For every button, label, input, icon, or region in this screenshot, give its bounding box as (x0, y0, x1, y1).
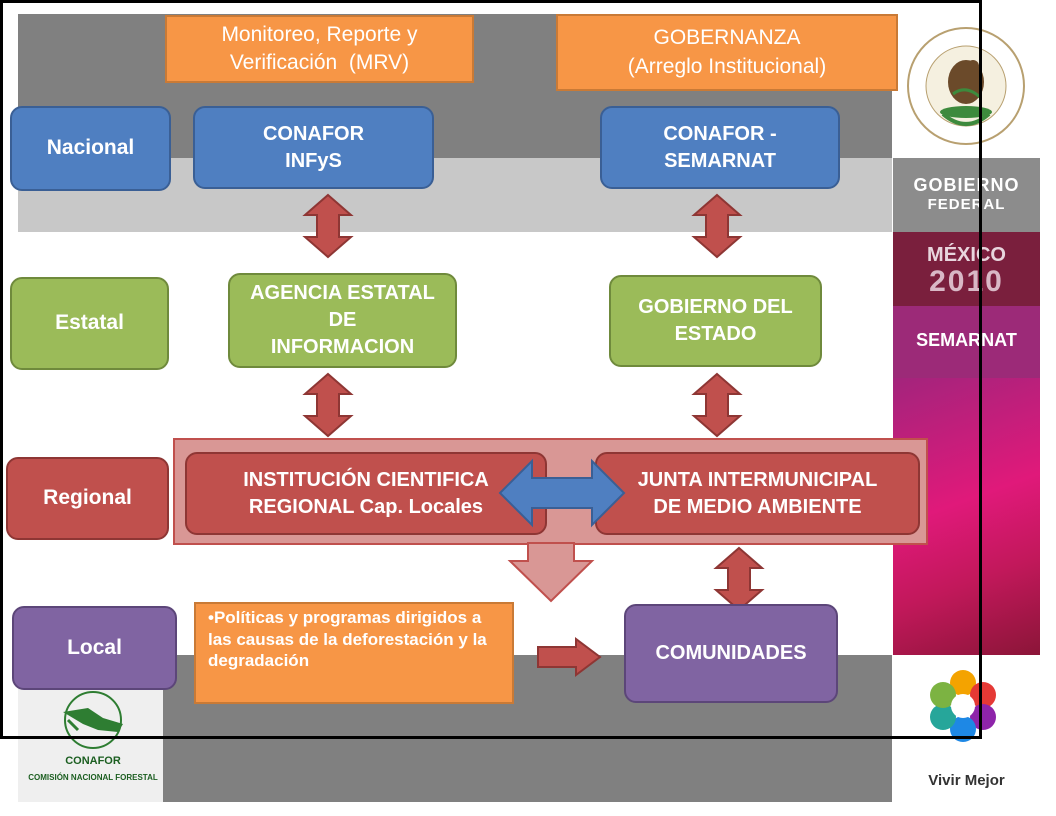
gobernanza-header-line1: GOBERNANZA (653, 26, 801, 50)
semarnat-label: SEMARNAT (916, 330, 1017, 350)
conafor-semarnat-line2: SEMARNAT (664, 149, 776, 172)
gobierno-estado-line1: GOBIERNO DEL (638, 296, 793, 318)
vivir-mejor-flower-icon (930, 670, 996, 742)
conafor-semarnat-line1: CONAFOR - (663, 122, 777, 145)
gobernanza-header: GOBERNANZA (Arreglo Institucional) (556, 14, 898, 91)
gobierno-line1: GOBIERNO (913, 175, 1020, 195)
conafor-map-icon (63, 691, 123, 749)
mrv-header-text: Monitoreo, Reporte y Verificación (MRV) (221, 22, 424, 74)
vivir-mejor-label: Vivir Mejor (928, 772, 1005, 789)
agencia-estatal-line1: AGENCIA ESTATAL (250, 282, 435, 304)
institucion-line2: REGIONAL Cap. Locales (248, 495, 484, 518)
gobierno-estado-box: GOBIERNO DEL ESTADO (609, 275, 822, 367)
policy-note-text: •Políticas y programas dirigidos a las c… (208, 608, 487, 671)
level-local-label: Local (67, 635, 122, 659)
level-nacional-label: Nacional (46, 136, 135, 160)
double-arrow-mrv-est-reg-icon (302, 372, 354, 438)
level-regional: Regional (6, 457, 169, 540)
vivir-mejor-panel: Vivir Mejor (893, 655, 1040, 802)
gobierno-federal-panel: GOBIERNO FEDERAL (893, 158, 1040, 232)
seal-panel (893, 14, 1040, 158)
right-arrow-icon (537, 637, 602, 677)
institucion-cientifica-box: INSTITUCIÓN CIENTIFICA REGIONAL Cap. Loc… (185, 452, 547, 535)
agencia-estatal-line3: INFORMACION (270, 336, 415, 358)
level-regional-label: Regional (43, 486, 132, 510)
double-arrow-gob-nac-est-icon (691, 193, 743, 259)
mexico-2010-panel: MÉXICO 2010 (893, 232, 1040, 306)
conafor-infys-box: CONAFOR INFyS (193, 106, 434, 189)
horizontal-double-arrow-icon (498, 458, 626, 528)
institucion-line1: INSTITUCIÓN CIENTIFICA (243, 468, 489, 491)
level-nacional: Nacional (10, 106, 171, 191)
level-estatal-label: Estatal (55, 311, 124, 335)
year-label: 2010 (929, 265, 1004, 298)
agencia-estatal-line2: DE (328, 309, 357, 331)
mexico-seal-icon (907, 27, 1025, 145)
double-arrow-mrv-nac-est-icon (302, 193, 354, 259)
conafor-infys-line2: INFyS (285, 149, 342, 172)
down-arrow-regional-icon (507, 542, 595, 603)
junta-intermunicipal-box: JUNTA INTERMUNICIPAL DE MEDIO AMBIENTE (595, 452, 920, 535)
gobernanza-header-line2: (Arreglo Institucional) (627, 54, 827, 78)
policy-note-box: •Políticas y programas dirigidos a las c… (194, 602, 514, 704)
junta-line1: JUNTA INTERMUNICIPAL (637, 468, 878, 491)
level-local: Local (12, 606, 177, 690)
conafor-logo-label: CONAFOR (65, 755, 121, 767)
double-arrow-gob-est-reg-icon (691, 372, 743, 438)
mrv-header: Monitoreo, Reporte y Verificación (MRV) (165, 15, 474, 83)
gobierno-estado-line2: ESTADO (674, 323, 757, 345)
comunidades-box: COMUNIDADES (624, 604, 838, 703)
semarnat-panel: SEMARNAT (893, 306, 1040, 378)
double-arrow-gob-reg-loc-icon (713, 546, 765, 612)
conafor-semarnat-box: CONAFOR - SEMARNAT (600, 106, 840, 189)
gobierno-line2: FEDERAL (927, 196, 1006, 213)
agencia-estatal-box: AGENCIA ESTATAL DE INFORMACION (228, 273, 457, 368)
conafor-logo-full: COMISIÓN NACIONAL FORESTAL (28, 773, 158, 782)
mexico-label: MÉXICO (927, 244, 1006, 266)
conafor-logo: CONAFOR COMISIÓN NACIONAL FORESTAL (28, 690, 158, 790)
conafor-infys-line1: CONAFOR (262, 122, 365, 145)
level-estatal: Estatal (10, 277, 169, 370)
comunidades-label: COMUNIDADES (655, 642, 807, 664)
junta-line2: DE MEDIO AMBIENTE (653, 495, 862, 518)
